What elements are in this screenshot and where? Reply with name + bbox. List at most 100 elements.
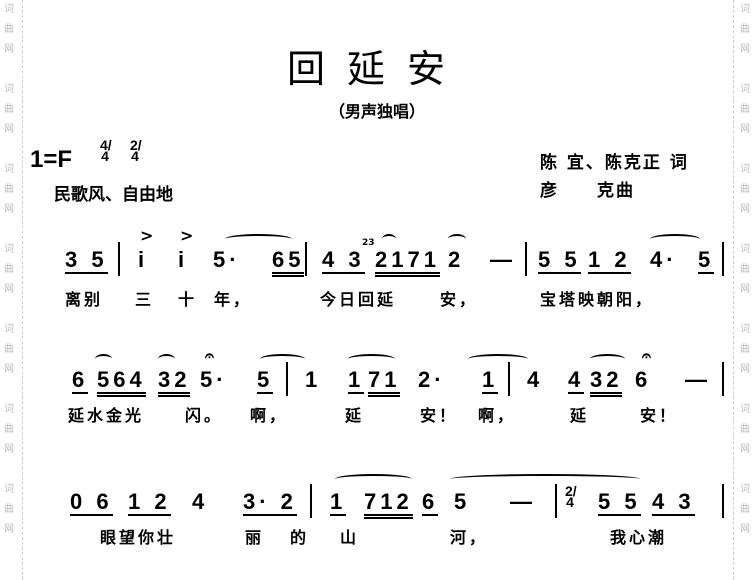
lyric-text: 闪。 xyxy=(185,406,224,425)
time-signature-4-4: 4/4 xyxy=(100,137,112,164)
left-margin-line xyxy=(22,0,23,580)
note-group: — xyxy=(490,247,516,272)
lyric-text: 年， xyxy=(214,290,253,309)
lyric-text: 延 xyxy=(345,406,365,425)
lyricist: 陈 宜、陈克正 词 xyxy=(540,153,689,173)
note-group: 3· 2 xyxy=(243,489,297,516)
note-group: 5· xyxy=(200,367,228,392)
right-margin-line xyxy=(733,0,734,580)
note-group: 6 xyxy=(635,367,652,392)
slur xyxy=(260,354,305,364)
tempo-style: 民歌风、自由地 xyxy=(54,185,173,205)
note-group: 4 xyxy=(527,367,544,392)
note-group: i xyxy=(178,247,189,272)
note-group: 4 3 xyxy=(322,247,365,274)
note-group: i xyxy=(138,247,149,272)
bar-line xyxy=(310,484,312,518)
note-group: 32 xyxy=(158,368,191,397)
watermark-right: 词曲网词曲网词曲网词曲网词曲网词曲网词曲网 xyxy=(740,4,750,535)
composer: 彦 克曲 xyxy=(540,181,635,201)
accent-icon: > xyxy=(140,226,154,245)
time-signature-2-4: 2/4 xyxy=(130,137,142,164)
note-group: 1 xyxy=(305,367,322,392)
lyric-text: 今日回延 xyxy=(320,290,397,309)
bar-line xyxy=(305,242,307,276)
time-signature-change: 2/4 xyxy=(565,483,577,510)
subtitle: （男声独唱） xyxy=(328,102,425,121)
lyric-text: 离别 xyxy=(65,290,104,309)
note-group: 5 5 xyxy=(538,247,581,274)
lyric-text: 延 xyxy=(570,406,590,425)
slur xyxy=(450,474,640,484)
lyric-text: 安！ xyxy=(640,406,679,425)
slur xyxy=(590,354,625,364)
lyric-text: 安， xyxy=(440,290,479,309)
lyric-text: 三 xyxy=(135,290,155,309)
slur xyxy=(158,354,175,364)
slur xyxy=(650,234,700,244)
lyric-text: 河， xyxy=(450,528,489,547)
lyric-text: 十 xyxy=(178,290,198,309)
note-group: 2171 xyxy=(375,248,440,277)
note-group: 2 xyxy=(448,247,465,272)
slur xyxy=(225,234,292,244)
bar-line xyxy=(286,362,288,396)
lyric-text: 安！ xyxy=(420,406,459,425)
note-group: 4· xyxy=(650,247,678,272)
note-group: 564 xyxy=(97,368,146,397)
note-group: 1 xyxy=(348,367,365,394)
note-group: 65 xyxy=(272,248,305,277)
song-title: 回延安 xyxy=(286,47,467,91)
key-signature: 1=F xyxy=(30,146,73,173)
note-group: 712 xyxy=(364,490,413,519)
note-group: 5 xyxy=(257,367,274,394)
note-group: 1 2 xyxy=(128,489,171,516)
lyric-text: 的 xyxy=(290,528,310,547)
fermata-icon: 𝄐 xyxy=(205,346,214,365)
accent-icon: > xyxy=(180,226,194,245)
note-group: 5 5 xyxy=(598,489,641,516)
grace-note: 23 xyxy=(362,238,375,248)
note-group: 5· xyxy=(213,247,241,272)
note-group: 6 xyxy=(72,367,89,394)
bar-line xyxy=(722,242,724,276)
note-group: 32 xyxy=(590,368,623,397)
note-group: 71 xyxy=(368,368,401,397)
note-group: 5 xyxy=(454,489,471,514)
note-group: 6 xyxy=(422,489,439,516)
slur xyxy=(382,234,396,244)
bar-line xyxy=(722,362,724,396)
slur xyxy=(468,354,528,364)
note-group: — xyxy=(510,489,536,514)
note-group: 0 6 xyxy=(70,489,113,516)
note-group: 4 3 xyxy=(652,489,695,516)
lyric-text: 啊， xyxy=(250,406,289,425)
slur xyxy=(348,354,395,364)
note-group: 4 xyxy=(192,489,209,514)
bar-line xyxy=(525,242,527,276)
lyric-text: 宝塔映朝阳， xyxy=(540,290,655,309)
note-group: 2· xyxy=(418,367,446,392)
bar-line xyxy=(508,362,510,396)
bar-line xyxy=(118,242,120,276)
note-group: 1 xyxy=(330,489,347,516)
bar-line xyxy=(555,484,557,518)
watermark-left: 词曲网词曲网词曲网词曲网词曲网词曲网词曲网 xyxy=(4,4,14,535)
lyric-text: 眼望你壮 xyxy=(100,528,177,547)
lyric-text: 延水金光 xyxy=(68,406,145,425)
note-group: 4 xyxy=(568,367,585,394)
note-group: 5 xyxy=(698,247,715,274)
note-group: 3 5 xyxy=(65,247,108,274)
note-group: 1 2 xyxy=(588,247,631,274)
lyric-text: 啊， xyxy=(478,406,517,425)
note-group: — xyxy=(685,367,711,392)
bar-line xyxy=(722,484,724,518)
note-group: 1 xyxy=(482,367,499,394)
slur xyxy=(335,474,412,484)
slur xyxy=(448,234,466,244)
lyric-text: 山 xyxy=(340,528,360,547)
lyric-text: 丽 xyxy=(245,528,265,547)
slur xyxy=(95,354,112,364)
lyric-text: 我心潮 xyxy=(610,528,668,547)
